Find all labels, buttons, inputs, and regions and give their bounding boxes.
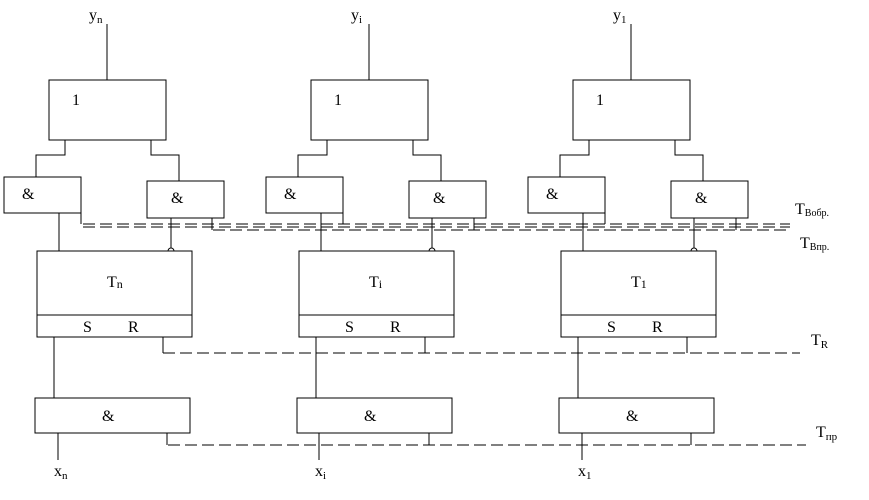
input-label-1-sub: i [323, 470, 326, 482]
wire-or-and-right-2 [674, 140, 704, 181]
and-left-label-2: & [546, 186, 559, 203]
trigger-label-0-main: T [107, 274, 117, 291]
signal-t-obr: TВобр. [795, 201, 829, 219]
output-label-1: yi [351, 7, 362, 26]
or-gate-1 [310, 79, 429, 141]
output-label-1-sub: i [359, 14, 362, 26]
signal-t-vpr-main: T [800, 235, 810, 252]
signal-t-r-sub: R [821, 339, 829, 351]
trigger-label-1: Ti [369, 274, 383, 291]
wire-or-and-left-1 [297, 140, 328, 177]
input-label-1-main: x [315, 463, 323, 480]
and-bottom-2 [558, 397, 715, 434]
signal-t-vpr: TВпр. [800, 235, 829, 253]
trigger-label-2-main: T [631, 274, 641, 291]
wire-or-and-left-2 [559, 140, 590, 177]
output-label-2: y1 [613, 7, 627, 26]
and-right-label-1: & [433, 190, 446, 207]
signal-t-obr-sub: Вобр. [805, 208, 829, 219]
and-right-label-0: & [171, 190, 184, 207]
wire-or-and-right-0 [150, 140, 180, 181]
set-label-0: S [83, 319, 92, 336]
reset-label-1: R [390, 319, 401, 336]
trigger-label-2: T1 [631, 274, 647, 291]
input-label-2: x1 [578, 463, 592, 482]
and-bottom-label-2: & [626, 408, 639, 425]
and-bottom-label-1: & [364, 408, 377, 425]
trigger-label-1-sub: i [379, 277, 383, 291]
input-label-0-main: x [54, 463, 62, 480]
or-gate-0 [48, 79, 167, 141]
input-label-2-sub: 1 [586, 470, 592, 482]
output-label-1-main: y [351, 7, 359, 24]
signal-t-obr-main: T [795, 201, 805, 218]
output-label-2-sub: 1 [621, 14, 627, 26]
input-label-1: xi [315, 463, 326, 482]
wire-or-and-right-1 [412, 140, 442, 181]
and-left-2 [527, 176, 606, 214]
input-label-0-sub: n [62, 470, 68, 482]
output-label-2-main: y [613, 7, 621, 24]
reset-label-0: R [128, 319, 139, 336]
and-right-2 [670, 180, 749, 219]
output-label-0-sub: n [97, 14, 103, 26]
and-left-1 [265, 176, 344, 214]
or-gate-label-0: 1 [72, 92, 80, 109]
signal-t-r-main: T [811, 332, 821, 349]
or-gate-label-2: 1 [596, 92, 604, 109]
and-left-0 [3, 176, 82, 214]
wire-or-and-left-0 [35, 140, 66, 177]
signal-t-pr-sub: пр [826, 431, 838, 443]
input-label-0: xn [54, 463, 68, 482]
output-label-0-main: y [89, 7, 97, 24]
output-label-0: yn [89, 7, 103, 26]
set-label-1: S [345, 319, 354, 336]
or-gate-label-1: 1 [334, 92, 342, 109]
trigger-label-2-sub: 1 [641, 277, 647, 291]
and-bottom-0 [34, 397, 191, 434]
trigger-label-0: Tn [107, 274, 123, 291]
trigger-label-1-main: T [369, 274, 379, 291]
input-label-2-main: x [578, 463, 586, 480]
and-left-label-1: & [284, 186, 297, 203]
and-left-label-0: & [22, 186, 35, 203]
trigger-label-0-sub: n [117, 277, 123, 291]
and-right-0 [146, 180, 225, 219]
and-bottom-label-0: & [102, 408, 115, 425]
reset-label-2: R [652, 319, 663, 336]
signal-t-pr-main: T [816, 424, 826, 441]
and-right-1 [408, 180, 487, 219]
trigger-2 [560, 250, 717, 338]
set-label-2: S [607, 319, 616, 336]
signal-t-vpr-sub: Впр. [810, 242, 830, 253]
trigger-1 [298, 250, 455, 338]
and-bottom-1 [296, 397, 453, 434]
signal-t-r: TR [811, 332, 829, 351]
trigger-0 [36, 250, 193, 338]
and-right-label-2: & [695, 190, 708, 207]
signal-t-pr: Tпр [816, 424, 838, 443]
or-gate-2 [572, 79, 691, 141]
